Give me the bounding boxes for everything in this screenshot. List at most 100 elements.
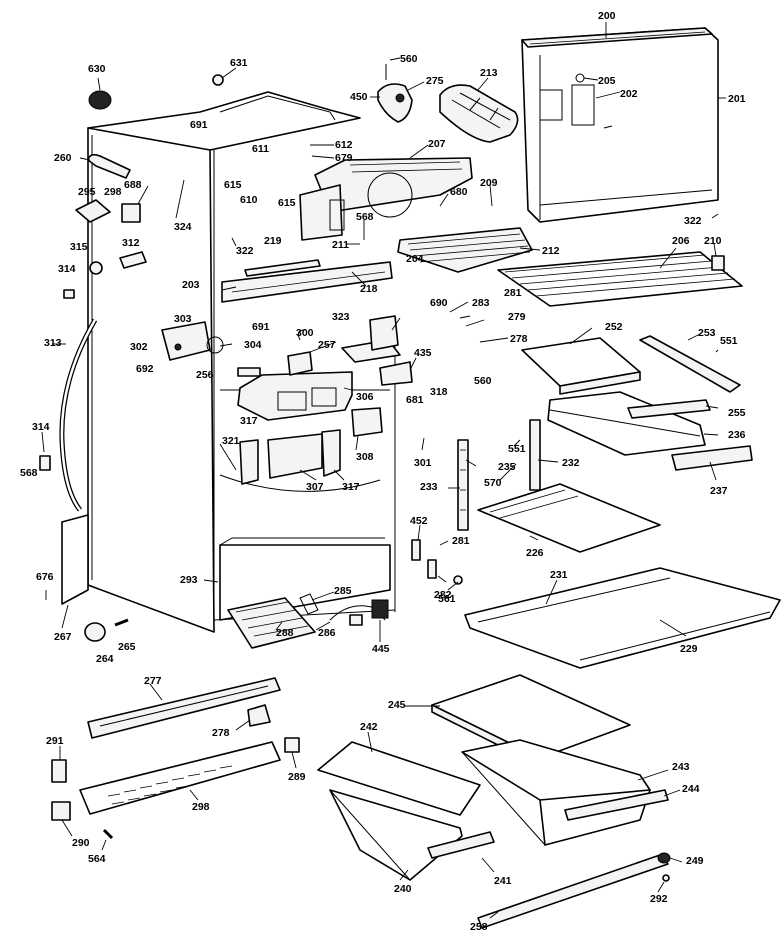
callout-label: 292 — [650, 893, 668, 905]
leader-lines — [41, 22, 726, 919]
callout-label: 317 — [240, 415, 258, 427]
callout-label: 631 — [230, 57, 248, 69]
leveler — [247, 704, 300, 753]
callout-label: 688 — [124, 179, 142, 191]
callout-label: 252 — [605, 321, 623, 333]
meat-keeper-cover — [521, 337, 641, 395]
callout-label: 235 — [498, 461, 516, 473]
callout-label: 278 — [212, 727, 230, 739]
base-grille — [79, 741, 281, 815]
callout-label: 295 — [78, 186, 96, 198]
callout-label: 323 — [332, 311, 350, 323]
callout-label: 205 — [598, 75, 616, 87]
roller — [84, 618, 129, 642]
callout-label: 229 — [680, 643, 698, 655]
callout-label: 312 — [122, 237, 140, 249]
callout-label: 307 — [306, 481, 324, 493]
callout-label: 226 — [526, 547, 544, 559]
callout-label: 304 — [244, 339, 262, 351]
callout-label: 306 — [356, 391, 374, 403]
freezer-rail — [221, 259, 393, 303]
wiring-harness — [299, 593, 389, 626]
callout-label: 212 — [542, 245, 560, 257]
ice-bucket-motor — [377, 64, 413, 123]
callout-label: 610 — [240, 194, 258, 206]
callout-label: 612 — [335, 139, 353, 151]
callout-label: 201 — [728, 93, 746, 105]
side-panel — [61, 514, 89, 605]
callout-label: 218 — [360, 283, 378, 295]
callout-label: 615 — [278, 197, 296, 209]
callout-label: 249 — [686, 855, 704, 867]
callout-label: 256 — [196, 369, 214, 381]
callout-label: 283 — [472, 297, 490, 309]
callout-label: 202 — [620, 88, 638, 100]
callout-label: 281 — [452, 535, 470, 547]
drain-tube — [59, 318, 98, 512]
callout-label: 611 — [252, 143, 269, 155]
callout-labels: 200 201 202 205 213 275 560 450 630 631 … — [20, 10, 746, 933]
hinge-bracket — [88, 74, 224, 110]
callout-label: 630 — [88, 63, 106, 75]
callout-label: 318 — [430, 386, 448, 398]
control-housing — [237, 371, 353, 421]
callout-label: 211 — [332, 239, 349, 251]
callout-label: 231 — [550, 569, 568, 581]
callout-label: 264 — [96, 653, 114, 665]
callout-label: 676 — [36, 571, 54, 583]
callout-label: 289 — [288, 771, 306, 783]
callout-label: 219 — [264, 235, 282, 247]
callout-label: 298 — [192, 801, 210, 813]
callout-label: 244 — [682, 783, 700, 795]
callout-label: 322 — [684, 215, 702, 227]
callout-label: 298 — [104, 186, 122, 198]
thermostat-bracket — [351, 407, 383, 437]
callout-label: 243 — [672, 761, 690, 773]
callout-label: 258 — [470, 921, 488, 933]
callout-label: 286 — [318, 627, 336, 639]
callout-label: 233 — [420, 481, 438, 493]
crisper-shelf — [464, 567, 781, 669]
shelf-rail — [457, 419, 541, 531]
callout-label: 206 — [672, 235, 690, 247]
crisper-drawer-right — [461, 739, 669, 846]
callout-label: 255 — [728, 407, 746, 419]
callout-label: 293 — [180, 574, 198, 586]
callout-label: 317 — [342, 481, 360, 493]
drawer-slide — [477, 854, 669, 929]
callout-label: 300 — [296, 327, 314, 339]
callout-label: 267 — [54, 631, 72, 643]
damper-bracket — [341, 315, 401, 363]
callout-label: 615 — [224, 179, 242, 191]
callout-label: 690 — [430, 297, 448, 309]
leg-cap — [51, 759, 114, 840]
callout-label: 253 — [698, 327, 716, 339]
hinge-pin — [63, 251, 147, 299]
callout-label: 260 — [54, 152, 72, 164]
callout-label: 452 — [410, 515, 428, 527]
callout-label: 265 — [118, 641, 136, 653]
callout-label: 285 — [334, 585, 352, 597]
callout-label: 301 — [414, 457, 432, 469]
small-hinge — [411, 539, 463, 585]
leveler-bracket — [87, 677, 281, 739]
callout-label: 210 — [704, 235, 722, 247]
shelf-support — [639, 335, 741, 393]
ice-tray — [439, 84, 519, 143]
callout-label: 281 — [504, 287, 522, 299]
callout-label: 303 — [174, 313, 192, 325]
mullion-heater — [379, 361, 413, 386]
callout-label: 290 — [72, 837, 90, 849]
callout-label: 450 — [350, 91, 368, 103]
callout-label: 679 — [335, 152, 353, 164]
callout-label: 560 — [400, 53, 418, 65]
callout-label: 302 — [130, 341, 148, 353]
callout-label: 277 — [144, 675, 162, 687]
callout-label: 203 — [182, 279, 200, 291]
callout-label: 322 — [236, 245, 254, 257]
callout-label: 692 — [136, 363, 154, 375]
evaporator-cover — [299, 157, 473, 241]
callout-label: 200 — [598, 10, 616, 22]
callout-label: 278 — [510, 333, 528, 345]
door-handle — [75, 153, 141, 223]
